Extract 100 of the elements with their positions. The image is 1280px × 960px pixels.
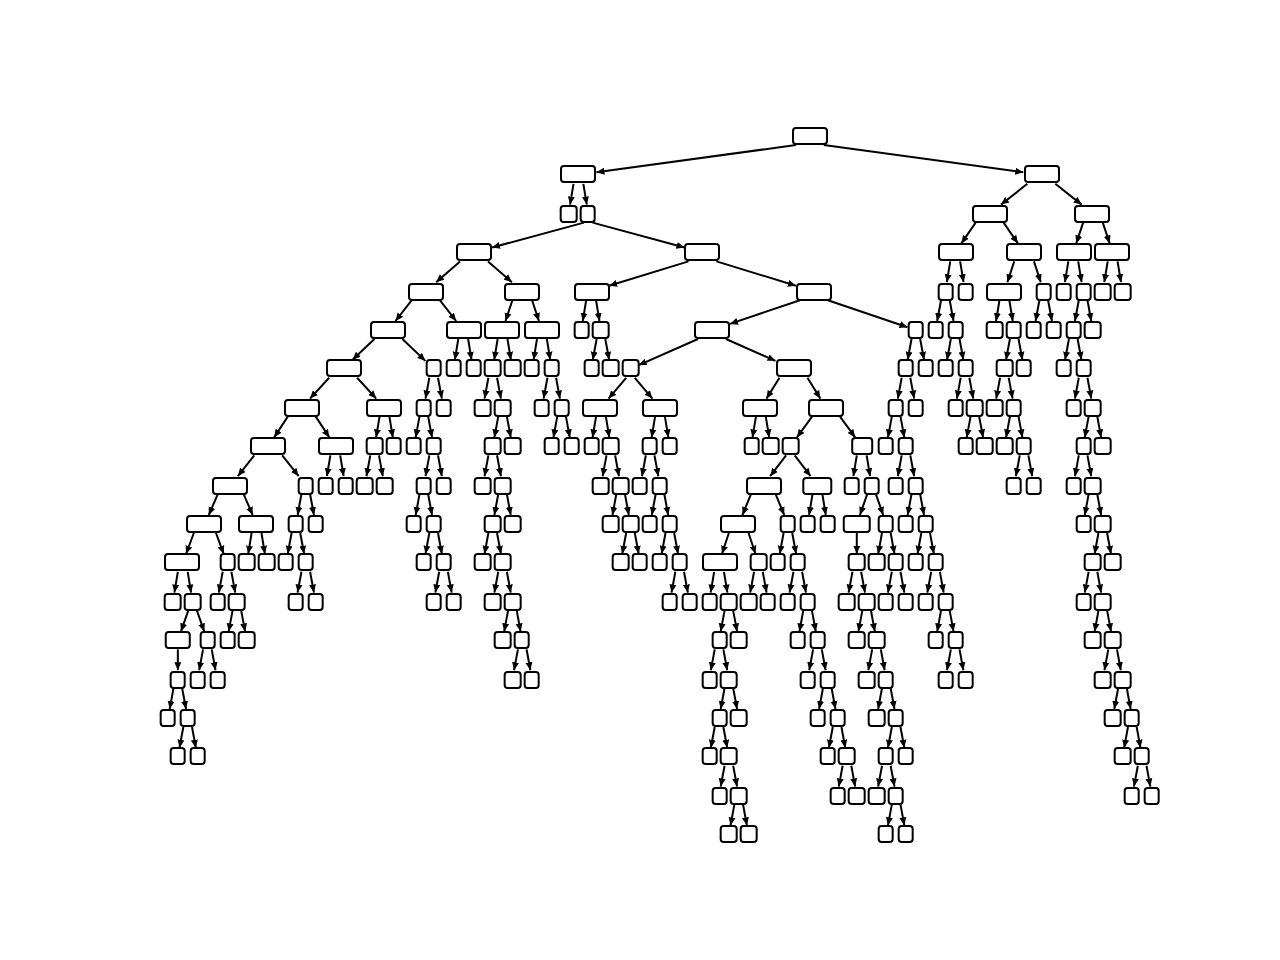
- arrow: [899, 415, 907, 439]
- arrow: [954, 376, 962, 400]
- tree-node-box: [720, 825, 738, 844]
- tree-node-box: [405, 437, 423, 456]
- arrow: [607, 376, 628, 400]
- tree-node-box: [602, 359, 620, 378]
- tree-node-box: [1023, 165, 1060, 184]
- arrow: [496, 532, 503, 555]
- tree-node-box: [720, 670, 738, 689]
- arrow: [413, 493, 421, 516]
- arrow: [1027, 454, 1035, 478]
- tree-node-box: [1064, 398, 1082, 417]
- arrow: [377, 454, 385, 478]
- tree-node-box: [456, 243, 492, 262]
- tree-node-box: [641, 515, 659, 533]
- tree-node-box: [745, 476, 782, 495]
- arrow: [1006, 260, 1016, 284]
- tree-node-box: [1114, 282, 1131, 301]
- tree-node-box: [818, 515, 836, 533]
- tree-node-box: [356, 476, 374, 495]
- tree-node-box: [769, 553, 787, 572]
- tree-node-box: [184, 592, 201, 611]
- tree-node-box: [1005, 398, 1023, 417]
- arrow: [436, 376, 444, 400]
- tree-node-box: [651, 476, 669, 495]
- tree-node-box: [1084, 553, 1102, 572]
- tree-node-box: [651, 553, 669, 572]
- tree-node-box: [504, 359, 521, 378]
- arrow: [216, 570, 224, 594]
- tree-node-box: [238, 631, 256, 650]
- arrow: [1082, 570, 1090, 594]
- arrow: [1096, 415, 1104, 439]
- arrow: [1076, 338, 1084, 361]
- arrow: [722, 726, 730, 749]
- arrow: [1106, 609, 1113, 633]
- arrow: [438, 299, 458, 322]
- tree-node-box: [179, 709, 196, 727]
- tree-node-box: [996, 359, 1013, 378]
- tree-node-box: [701, 553, 738, 572]
- tree-node-box: [484, 592, 502, 611]
- arrow: [1116, 260, 1124, 284]
- arrow: [874, 493, 885, 516]
- arrow: [1072, 376, 1080, 400]
- arrow: [928, 532, 936, 555]
- arrow: [555, 376, 562, 400]
- tree-node-box: [878, 747, 895, 766]
- arrow: [435, 260, 461, 284]
- tree-node-box: [641, 437, 659, 456]
- tree-node-box: [671, 553, 688, 572]
- tree-node-box: [307, 592, 324, 611]
- tree-node-box: [730, 631, 748, 650]
- tree-node-box: [1025, 321, 1043, 339]
- tree-node-box: [740, 592, 757, 611]
- tree-node-box: [700, 592, 718, 611]
- tree-node-box: [164, 592, 182, 611]
- tree-node-box: [937, 359, 954, 378]
- arrow: [505, 415, 513, 439]
- arrow: [496, 454, 503, 478]
- arrow: [260, 532, 268, 555]
- tree-node-box: [1074, 204, 1111, 223]
- arrow: [496, 376, 503, 400]
- arrow: [242, 493, 254, 516]
- tree-node-box: [553, 398, 570, 417]
- arrow: [1007, 376, 1015, 400]
- tree-node-box: [494, 631, 511, 650]
- tree-node-box: [907, 553, 925, 572]
- tree-node-box: [435, 398, 452, 417]
- tree-node-box: [799, 592, 816, 611]
- tree-node-box: [1143, 786, 1161, 805]
- tree-node-box: [917, 515, 934, 533]
- tree-node-box: [1104, 553, 1121, 572]
- arrow: [948, 299, 956, 322]
- tree-node-box: [897, 747, 915, 766]
- arrow: [1125, 687, 1133, 710]
- arrow: [236, 454, 256, 478]
- arrow: [309, 376, 331, 400]
- arrow: [580, 299, 588, 322]
- tree-node-box: [523, 359, 541, 378]
- tree-node-box: [986, 321, 1003, 339]
- arrow: [482, 376, 490, 400]
- arrow: [1102, 648, 1110, 672]
- arrow: [487, 260, 513, 284]
- arrow: [1082, 493, 1090, 516]
- tree-node-box: [1133, 747, 1151, 766]
- arrow: [614, 454, 621, 478]
- tree-node-box: [159, 709, 177, 727]
- tree-node-box: [818, 747, 836, 766]
- arrow: [637, 338, 699, 367]
- tree-node-box: [307, 515, 324, 533]
- tree-node-box: [897, 359, 915, 378]
- tree-node-box: [818, 670, 836, 689]
- arrow: [324, 454, 332, 478]
- arrow: [708, 726, 716, 749]
- arrow: [594, 299, 602, 322]
- arrow: [978, 415, 986, 439]
- arrow: [741, 493, 752, 516]
- arrow: [889, 532, 897, 555]
- tree-node-box: [258, 553, 275, 572]
- arrow: [591, 221, 686, 249]
- tree-node-box: [868, 786, 885, 805]
